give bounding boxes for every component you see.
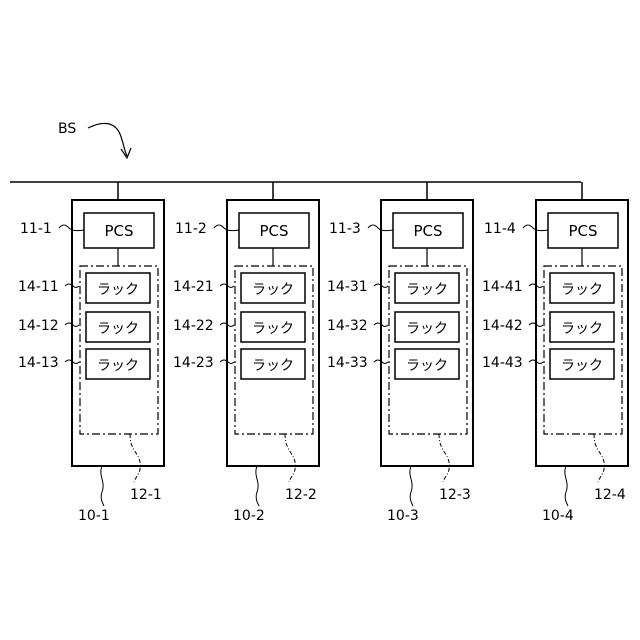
bus-label: BS: [58, 121, 76, 137]
pcs-text: PCS: [413, 222, 442, 240]
rack-text: ラック: [252, 358, 294, 374]
rack-ref-label: 14-41: [482, 279, 523, 295]
rack-text: ラック: [561, 321, 603, 337]
rack-ref-label: 14-11: [18, 279, 59, 295]
unit-leader: [256, 466, 259, 506]
rack-text: ラック: [97, 282, 139, 298]
group-ref-label: 12-3: [439, 487, 471, 503]
rack-ref-label: 14-13: [18, 355, 59, 371]
pcs-ref-label: 11-1: [20, 221, 52, 237]
rack-text: ラック: [252, 321, 294, 337]
pcs-ref-label: 11-4: [484, 221, 516, 237]
rack-ref-label: 14-33: [327, 355, 368, 371]
rack-ref-label: 14-21: [173, 279, 214, 295]
pcs-text: PCS: [568, 222, 597, 240]
rack-ref-label: 14-31: [327, 279, 368, 295]
rack-text: ラック: [406, 282, 448, 298]
pcs-ref-label: 11-3: [329, 221, 361, 237]
unit-ref-label: 10-1: [78, 508, 110, 524]
rack-text: ラック: [561, 282, 603, 298]
rack-ref-label: 14-23: [173, 355, 214, 371]
unit-leader: [410, 466, 413, 506]
unit-ref-label: 10-3: [387, 508, 419, 524]
group-ref-label: 12-4: [594, 487, 626, 503]
rack-text: ラック: [97, 321, 139, 337]
unit-ref-label: 10-4: [542, 508, 574, 524]
unit-leader: [565, 466, 568, 506]
pcs-text: PCS: [259, 222, 288, 240]
pcs-text: PCS: [104, 222, 133, 240]
group-leader: [594, 434, 604, 482]
rack-text: ラック: [406, 358, 448, 374]
group-ref-label: 12-1: [130, 487, 162, 503]
rack-text: ラック: [252, 282, 294, 298]
unit-leader: [101, 466, 104, 506]
bus-leader: [88, 123, 127, 156]
pcs-ref-label: 11-2: [175, 221, 207, 237]
unit-group: PCS ラック 14-11 ラック 14-12 ラック 14-13 11-1 12-1 10-1 P…: [18, 182, 628, 524]
rack-text: ラック: [561, 358, 603, 374]
rack-ref-label: 14-42: [482, 318, 523, 334]
group-leader: [130, 434, 140, 482]
rack-ref-label: 14-12: [18, 318, 59, 334]
unit-ref-label: 10-2: [233, 508, 265, 524]
rack-text: ラック: [406, 321, 448, 337]
rack-text: ラック: [97, 358, 139, 374]
rack-ref-label: 14-32: [327, 318, 368, 334]
group-leader: [439, 434, 449, 482]
group-ref-label: 12-2: [285, 487, 317, 503]
rack-ref-label: 14-43: [482, 355, 523, 371]
rack-ref-label: 14-22: [173, 318, 214, 334]
group-leader: [285, 434, 295, 482]
